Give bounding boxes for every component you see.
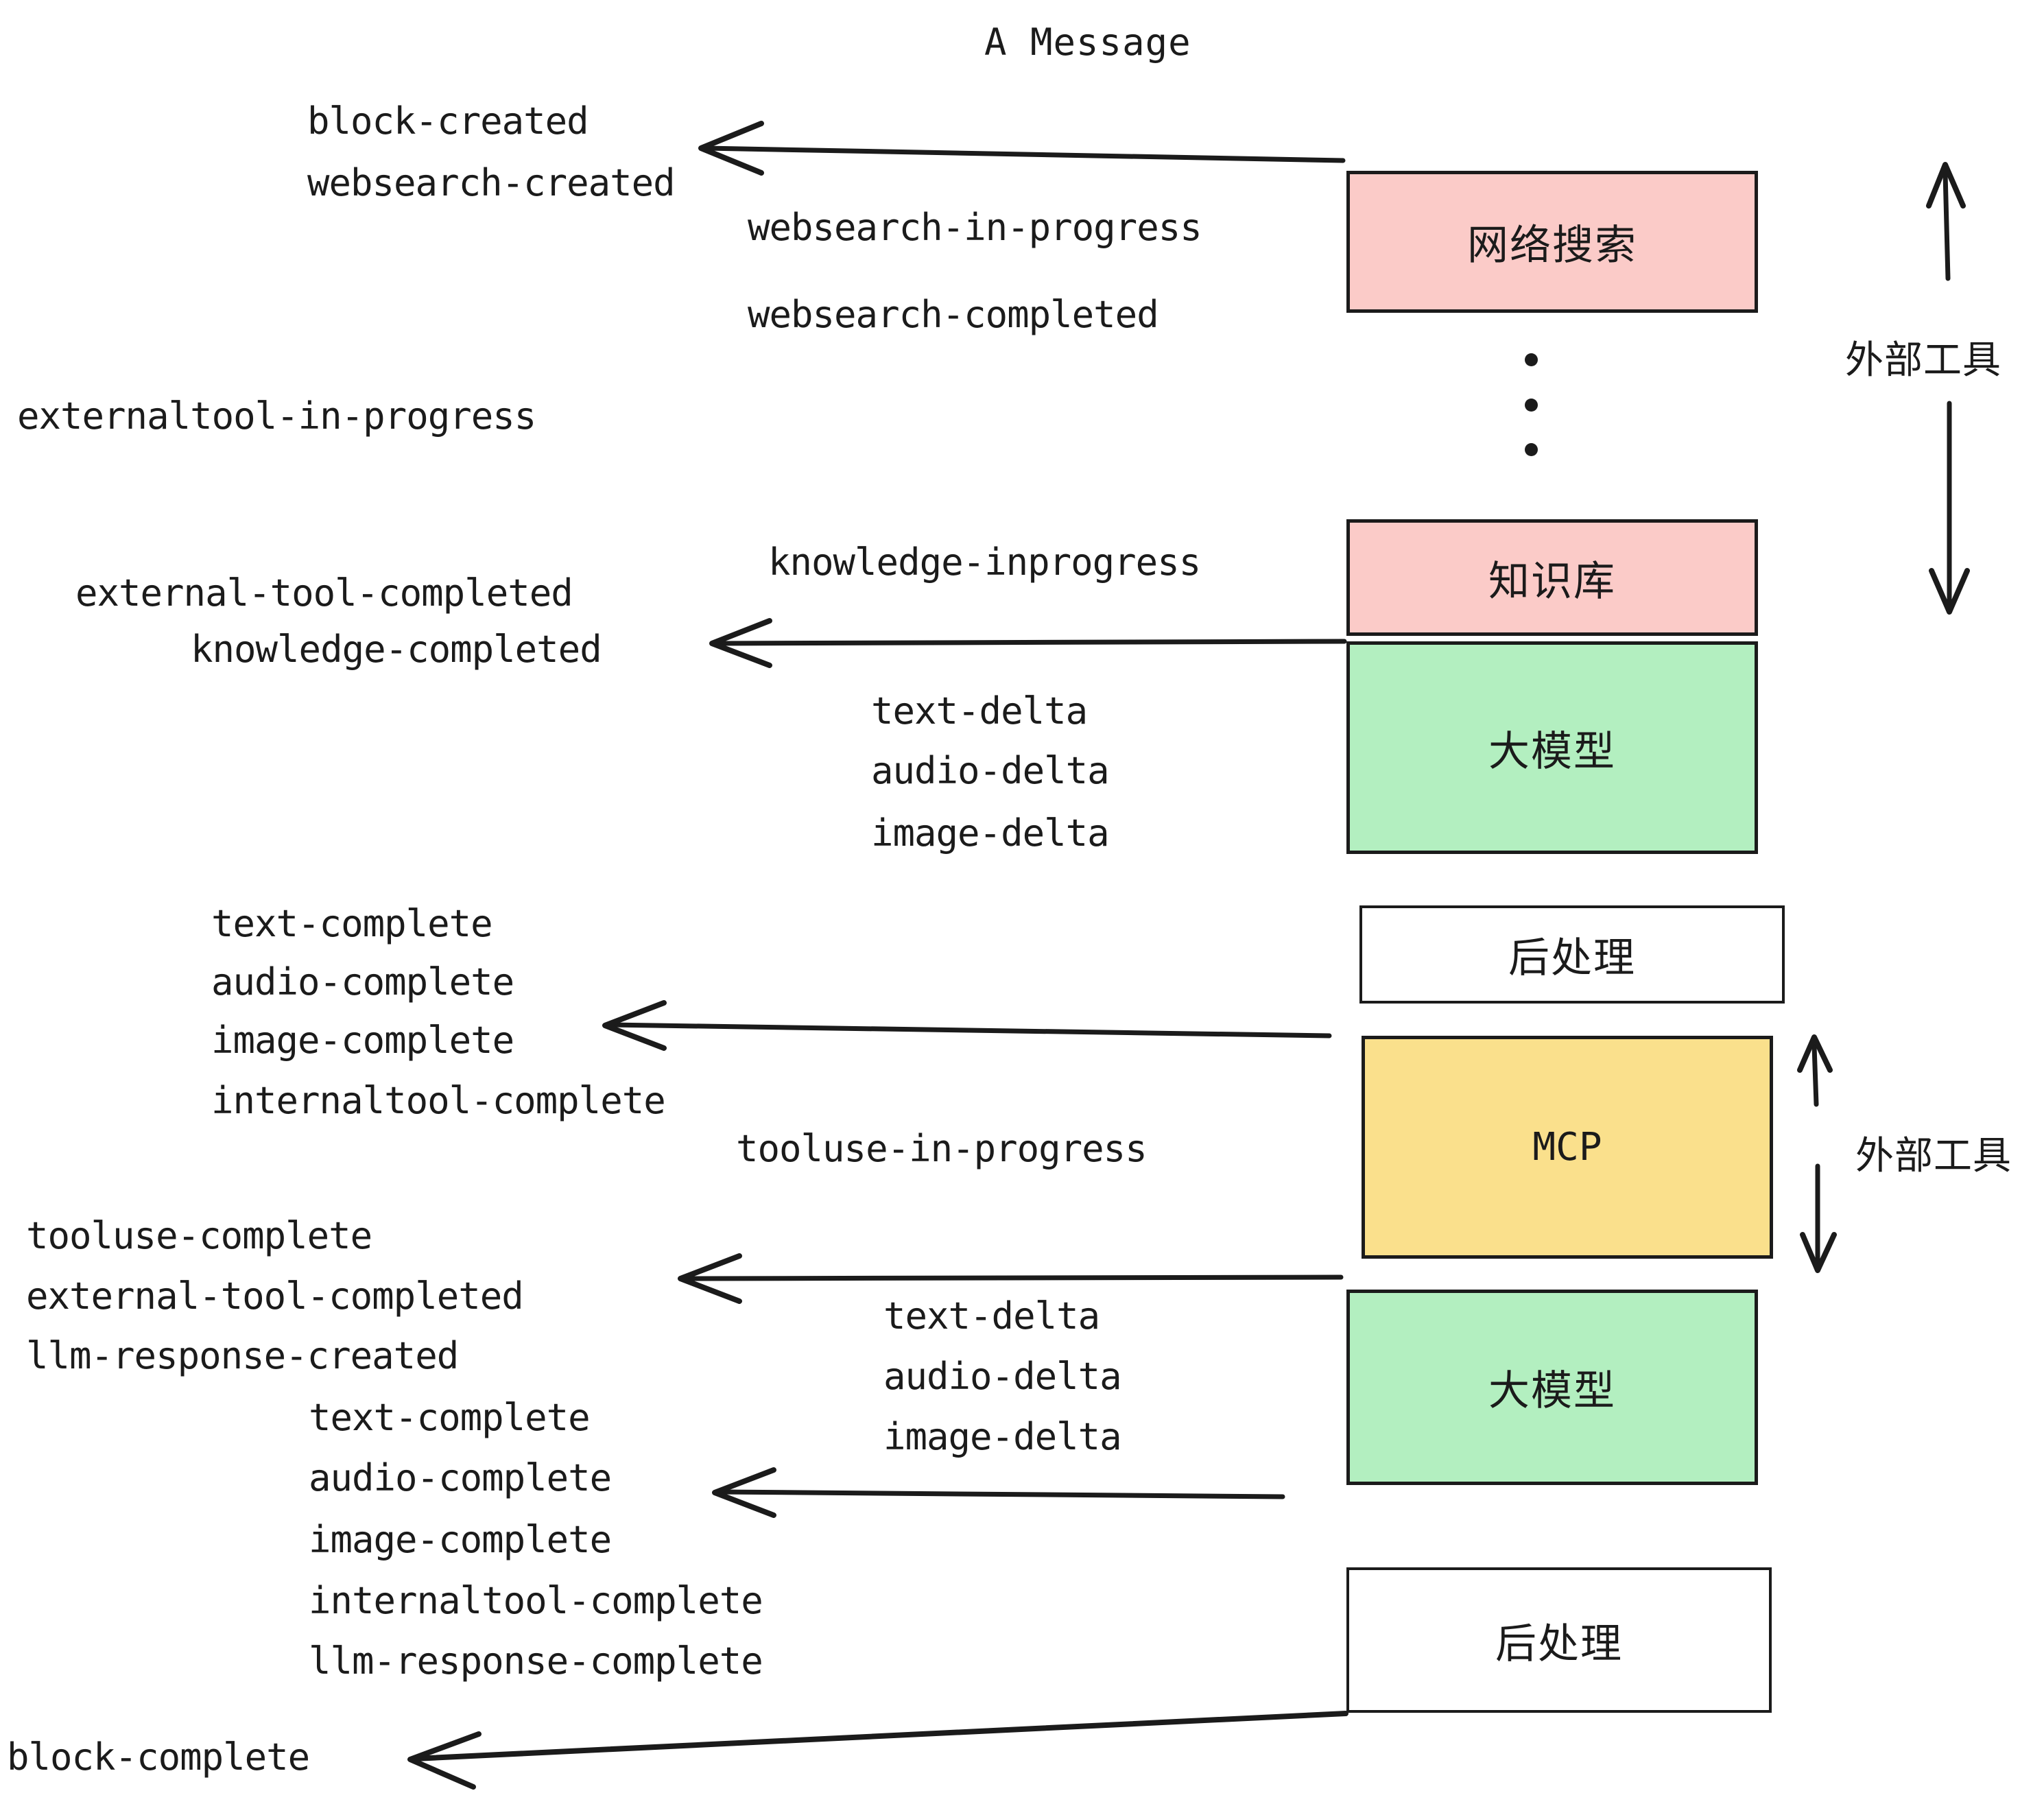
event-internaltool-complete-second: internaltool-complete: [309, 1579, 763, 1622]
event-image-delta-first: image-delta: [871, 811, 1110, 855]
ellipsis-dot: [1524, 398, 1538, 412]
event-llm-response-complete: llm-response-complete: [309, 1639, 763, 1683]
event-externaltool-in-progress: externaltool-in-progress: [17, 394, 536, 438]
event-text-delta-second: text-delta: [883, 1294, 1100, 1338]
event-audio-delta-second: audio-delta: [883, 1355, 1122, 1398]
event-text-complete-first: text-complete: [211, 902, 493, 945]
event-websearch-created: websearch-created: [307, 161, 676, 204]
node-postprocess-first[interactable]: 后处理: [1359, 905, 1785, 1004]
event-block-created: block-created: [307, 99, 589, 143]
vertical-ellipsis-icon: [1523, 353, 1539, 456]
event-text-complete-second: text-complete: [309, 1396, 591, 1439]
event-internaltool-complete-first: internaltool-complete: [211, 1079, 666, 1122]
side-label-external-tool-top: 外部工具: [1845, 338, 2001, 383]
event-tooluse-in-progress: tooluse-in-progress: [736, 1127, 1148, 1170]
diagram-title: A Message: [984, 21, 1191, 64]
node-websearch[interactable]: 网络搜索: [1346, 171, 1758, 313]
event-llm-response-created: llm-response-created: [26, 1334, 459, 1377]
event-websearch-in-progress: websearch-in-progress: [748, 206, 1202, 249]
event-audio-complete-first: audio-complete: [211, 960, 514, 1004]
event-image-complete-second: image-complete: [309, 1518, 612, 1561]
side-label-external-tool-bottom: 外部工具: [1855, 1134, 2012, 1178]
node-mcp[interactable]: MCP: [1362, 1036, 1773, 1259]
arrow-llm2-to-audiocomplete: [712, 1467, 1285, 1518]
event-image-delta-second: image-delta: [883, 1415, 1122, 1458]
event-external-tool-completed-first: external-tool-completed: [75, 571, 573, 615]
node-postprocess-second[interactable]: 后处理: [1346, 1567, 1772, 1713]
arrow-knowledge-to-knowledgecompleted: [709, 618, 1347, 668]
ellipsis-dot: [1524, 443, 1538, 456]
node-knowledge-base[interactable]: 知识库: [1346, 519, 1758, 636]
arrow-websearch-to-blockcreated: [698, 121, 1346, 176]
event-websearch-completed: websearch-completed: [748, 293, 1159, 336]
event-block-complete: block-complete: [7, 1735, 310, 1779]
external-tool-arrows-bottom: [1797, 1034, 1837, 1273]
arrow-post2-to-blockcomplete: [407, 1711, 1348, 1790]
event-knowledge-completed: knowledge-completed: [191, 628, 602, 671]
event-external-tool-completed-second: external-tool-completed: [26, 1274, 524, 1318]
event-image-complete-first: image-complete: [211, 1019, 514, 1062]
arrow-mcp-to-imagecomplete: [602, 1000, 1332, 1051]
event-audio-complete-second: audio-complete: [309, 1456, 612, 1499]
node-llm-first[interactable]: 大模型: [1346, 641, 1758, 854]
event-text-delta-first: text-delta: [871, 689, 1088, 733]
event-knowledge-inprogress: knowledge-inprogress: [768, 541, 1201, 584]
event-tooluse-complete: tooluse-complete: [26, 1214, 372, 1257]
external-tool-arrows-top: [1926, 162, 1970, 615]
event-audio-delta-first: audio-delta: [871, 749, 1110, 792]
node-llm-second[interactable]: 大模型: [1346, 1290, 1758, 1485]
ellipsis-dot: [1524, 353, 1538, 366]
